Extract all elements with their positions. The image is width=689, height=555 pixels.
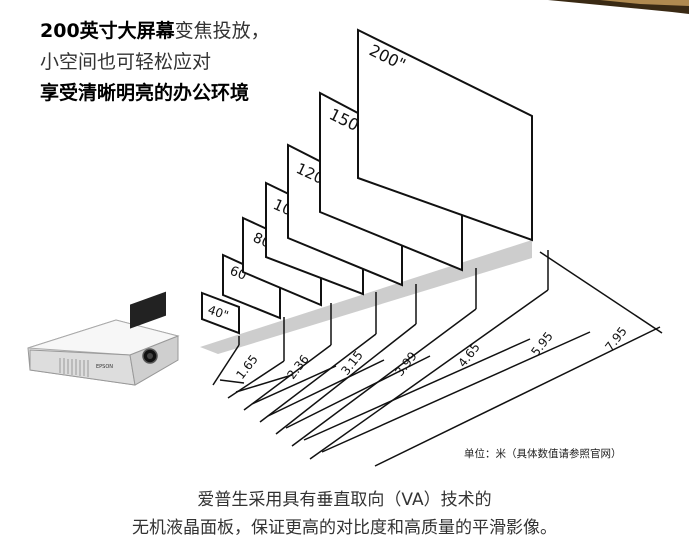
floor-band (200, 240, 532, 354)
distance-label-60: 2.36 (284, 352, 311, 382)
caption-line-2: 无机液晶面板，保证更高的对比度和高质量的平滑影像。 (132, 518, 557, 538)
headline: 200英寸大屏幕变焦投放， 小空间也可轻松应对 享受清晰明亮的办公环境 (40, 16, 270, 109)
distance-lines (212, 250, 663, 467)
headline-line-2: 小空间也可轻松应对 (40, 51, 212, 73)
headline-line-3: 享受清晰明亮的办公环境 (40, 82, 250, 104)
screen-200: 200" (357, 28, 533, 242)
distance-label-120: 4.65 (455, 340, 482, 370)
distance-label-40: 1.65 (233, 352, 260, 382)
projector-brand: EPSON (96, 364, 113, 370)
headline-line-1-rest: 变焦投放， (174, 20, 270, 42)
frame-corner-decoration (548, 0, 689, 14)
screen-40-label: 40" (206, 303, 230, 323)
headline-emphasis: 200英寸大屏幕 (40, 20, 175, 42)
distance-label-80: 3.15 (338, 348, 365, 378)
screen-40: 40" (201, 291, 240, 335)
projector-image: EPSON (27, 291, 180, 386)
caption: 爱普生采用具有垂直取向（VA）技术的 无机液晶面板，保证更高的对比度和高质量的平… (0, 486, 689, 542)
distance-label-150: 5.95 (528, 329, 555, 359)
distance-label-200: 7.95 (602, 324, 629, 354)
caption-line-1: 爱普生采用具有垂直取向（VA）技术的 (197, 490, 492, 510)
unit-note: 单位：米（具体数值请参照官网） (464, 448, 622, 460)
headline-line-1: 200英寸大屏幕变焦投放， (40, 16, 270, 47)
